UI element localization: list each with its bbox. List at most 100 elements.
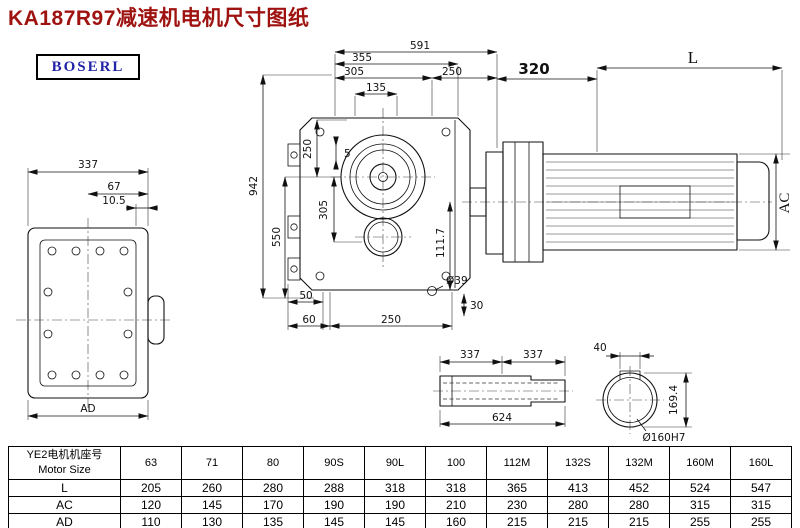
dim-305-left: 305 <box>318 200 330 220</box>
keyway <box>619 370 641 380</box>
mounting-lugs <box>287 143 301 281</box>
dim-dia-160h7: Ø160H7 <box>643 432 686 444</box>
dim-value-cell: 524 <box>669 479 731 497</box>
dim-value-cell: 452 <box>608 479 670 497</box>
dim-dia-39: Ø39 <box>446 275 468 287</box>
dimension-lines <box>606 353 689 432</box>
dim-value-cell: 413 <box>547 479 609 497</box>
dim-row-label: AC <box>8 496 121 514</box>
dim-value-cell: 280 <box>547 496 609 514</box>
dimension-lines <box>496 65 783 251</box>
size-column-header: 100 <box>425 446 487 480</box>
dim-5: 5 <box>344 148 351 160</box>
dim-250-top: 250 <box>442 66 462 78</box>
shaft-outline <box>439 375 566 407</box>
bore-outer-circle <box>602 372 658 428</box>
dim-337-shaft-left: 337 <box>460 349 480 361</box>
motor-size-header-cell: YE2电机机座号 Motor Size <box>8 446 121 480</box>
shaft-hub <box>147 295 165 345</box>
extension-lines <box>596 70 790 251</box>
dim-value-cell: 280 <box>608 496 670 514</box>
dim-value-cell: 280 <box>242 479 304 497</box>
dim-value-cell: 160 <box>425 513 487 528</box>
dim-ad: AD <box>80 403 95 415</box>
dim-l: L <box>688 48 698 67</box>
dim-value-cell: 135 <box>242 513 304 528</box>
size-column-header: 80 <box>242 446 304 480</box>
shaft-bore-section: 40 169.4 Ø160H7 <box>593 342 692 444</box>
dim-value-cell: 145 <box>181 496 243 514</box>
dim-50: 50 <box>299 290 312 302</box>
cooling-fins <box>546 161 734 243</box>
dim-value-cell: 110 <box>120 513 182 528</box>
dimension-lines <box>27 169 158 419</box>
lower-bore-circles <box>363 217 403 257</box>
dim-value-cell: 255 <box>669 513 731 528</box>
dim-30: 30 <box>470 300 483 312</box>
table-row-AC: AC 120 145 170 190 190 210 230 280 280 3… <box>8 496 792 514</box>
size-column-header: 63 <box>120 446 182 480</box>
dim-row-label: L <box>8 479 121 497</box>
dim-value-cell: 215 <box>547 513 609 528</box>
motor-size-table-wrap: YE2电机机座号 Motor Size 63 71 80 90S 90L 100… <box>8 446 792 528</box>
extension-lines <box>263 54 498 330</box>
dim-591: 591 <box>410 40 430 52</box>
left-end-view: 337 67 10.5 AD <box>16 159 172 420</box>
dim-value-cell: 190 <box>364 496 426 514</box>
dim-value-cell: 210 <box>425 496 487 514</box>
size-column-header: 90L <box>364 446 426 480</box>
dim-40: 40 <box>593 342 606 354</box>
dim-value-cell: 215 <box>486 513 548 528</box>
page-title: KA187R97减速机电机尺寸图纸 <box>8 7 310 30</box>
dimension-lines <box>439 359 566 427</box>
size-column-header: 160M <box>669 446 731 480</box>
hollow-shaft-view: 337 337 624 <box>433 349 573 427</box>
dim-942: 942 <box>248 176 260 196</box>
size-column-header: 160L <box>730 446 792 480</box>
fan-cover <box>736 161 770 241</box>
dim-ac: AC <box>777 193 793 214</box>
dim-value-cell: 170 <box>242 496 304 514</box>
gearbox-housing-outline <box>299 117 471 291</box>
size-column-header: 112M <box>486 446 548 480</box>
extension-lines <box>619 352 692 428</box>
dim-value-cell: 547 <box>730 479 792 497</box>
dim-value-cell: 288 <box>303 479 365 497</box>
dim-value-cell: 315 <box>730 496 792 514</box>
dim-value-cell: 318 <box>425 479 487 497</box>
dim-135: 135 <box>366 82 386 94</box>
dim-60: 60 <box>302 314 315 326</box>
dim-250-left: 250 <box>302 139 314 159</box>
dim-10-5: 10.5 <box>102 195 125 207</box>
dim-337-left-view: 337 <box>78 159 98 171</box>
dim-250-bottom: 250 <box>381 314 401 326</box>
size-column-header: 132S <box>547 446 609 480</box>
dim-111-7: 111.7 <box>435 228 447 258</box>
dim-value-cell: 255 <box>730 513 792 528</box>
dim-value-cell: 145 <box>364 513 426 528</box>
dim-value-cell: 215 <box>608 513 670 528</box>
dim-value-cell: 365 <box>486 479 548 497</box>
table-header-row: YE2电机机座号 Motor Size 63 71 80 90S 90L 100… <box>8 446 792 480</box>
header-en: Motor Size <box>38 464 91 476</box>
header-cn: YE2电机机座号 <box>26 449 103 461</box>
dim-624: 624 <box>492 412 512 424</box>
dim-320: 320 <box>518 60 549 78</box>
dim-value-cell: 318 <box>364 479 426 497</box>
dim-value-cell: 190 <box>303 496 365 514</box>
dim-67: 67 <box>107 181 120 193</box>
size-column-header: 132M <box>608 446 670 480</box>
table-row-AD: AD 110 130 135 145 145 160 215 215 215 2… <box>8 513 792 528</box>
size-column-header: 90S <box>303 446 365 480</box>
main-front-view: 591 355 305 250 135 942 550 250 305 5 11… <box>248 40 772 330</box>
dim-value-cell: 145 <box>303 513 365 528</box>
bolt-holes <box>43 246 133 380</box>
dim-value-cell: 315 <box>669 496 731 514</box>
brand-logo: BOSERL <box>36 54 140 80</box>
dim-value-cell: 230 <box>486 496 548 514</box>
dim-355: 355 <box>352 52 372 64</box>
dim-550: 550 <box>271 227 283 247</box>
dimension-drawing: 337 67 10.5 AD <box>16 40 793 444</box>
dim-value-cell: 130 <box>181 513 243 528</box>
